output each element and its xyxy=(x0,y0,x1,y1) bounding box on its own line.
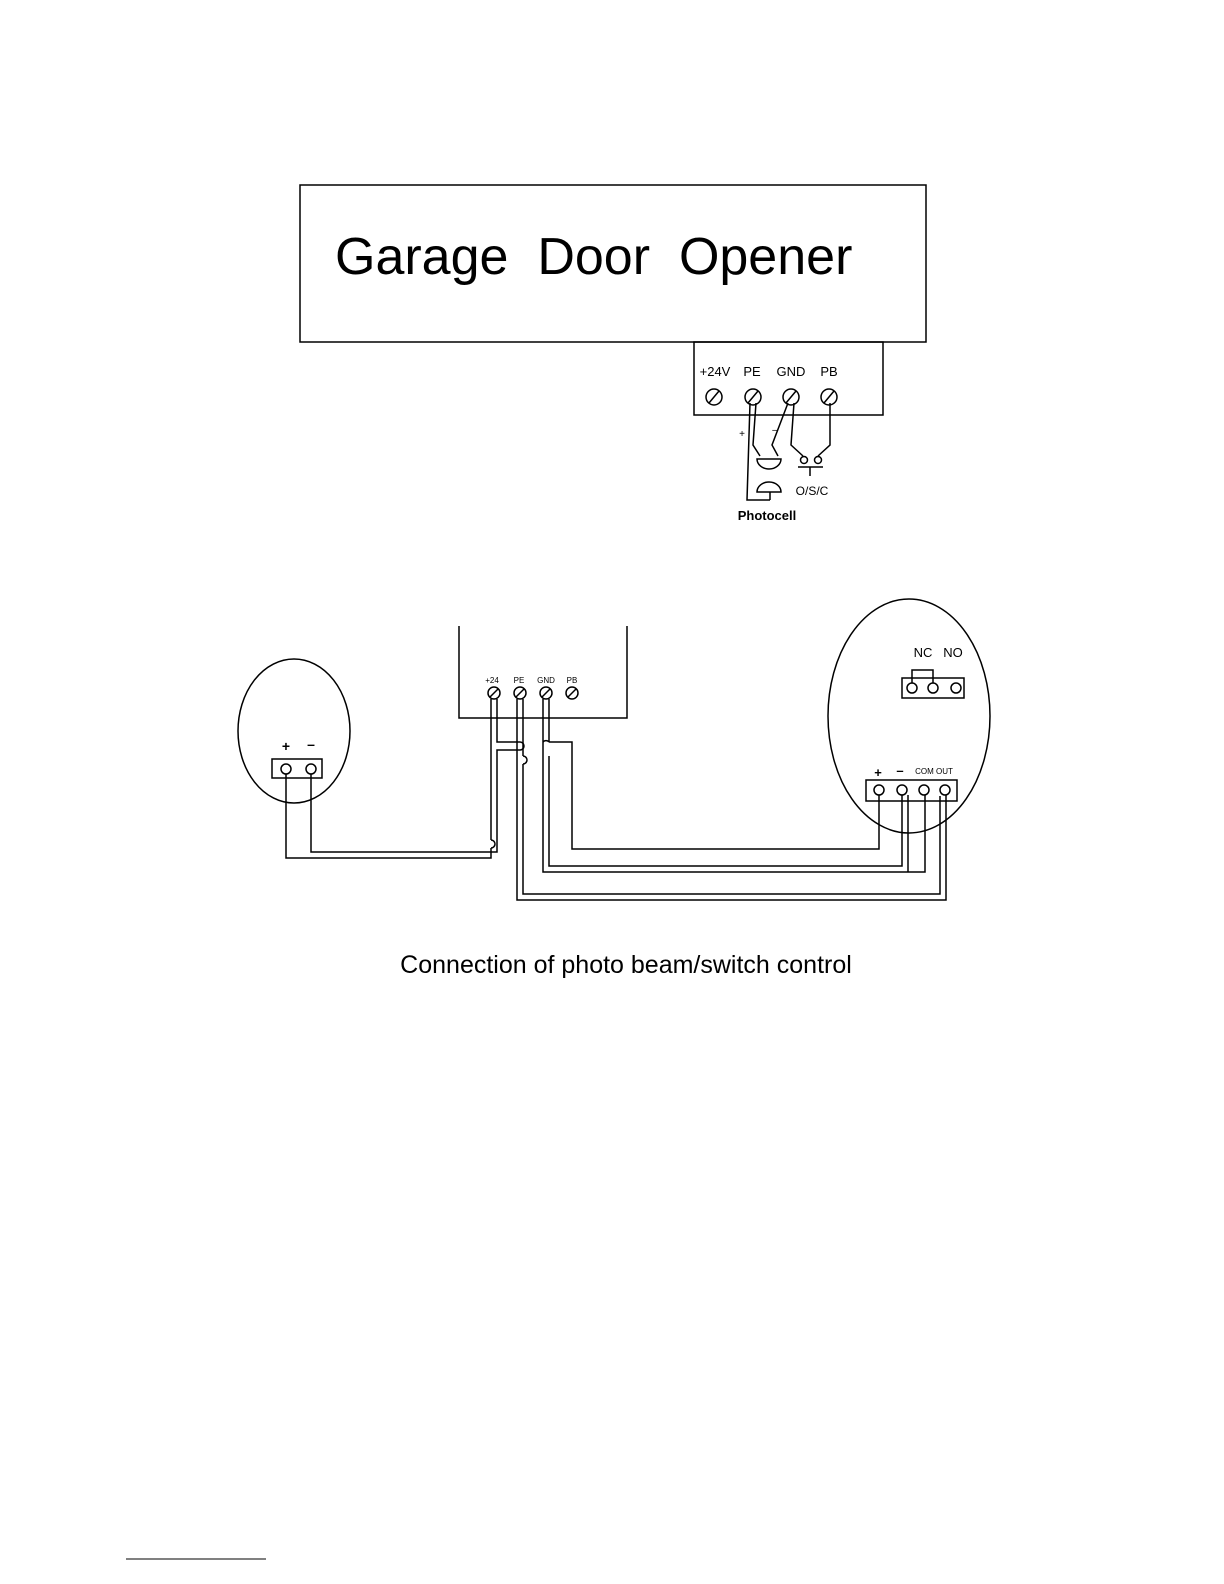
wire-gnd xyxy=(543,699,925,872)
right-sensor-plus: + xyxy=(874,765,882,780)
wire-pe xyxy=(517,699,946,900)
right-sensor-no: NO xyxy=(943,645,963,660)
terminal-label-24v: +24V xyxy=(700,364,731,379)
controller-label-pb: PB xyxy=(567,676,578,685)
controller-label-gnd: GND xyxy=(537,676,555,685)
terminal-label-gnd: GND xyxy=(777,364,806,379)
diagram-caption: Connection of photo beam/switch control xyxy=(400,951,852,979)
controller-label-pe: PE xyxy=(514,676,525,685)
controller-label-24: +24 xyxy=(485,676,499,685)
osc-label: O/S/C xyxy=(796,484,829,498)
terminal-label-pe: PE xyxy=(743,364,761,379)
controller-screws xyxy=(488,687,578,699)
left-sensor-terminal-block xyxy=(272,759,322,778)
left-sensor-body xyxy=(238,659,350,803)
right-sensor-minus: – xyxy=(896,763,903,778)
right-sensor-body xyxy=(828,599,990,833)
left-sensor-minus: – xyxy=(307,736,315,752)
right-sensor-nc: NC xyxy=(914,645,933,660)
terminal-label-pb: PB xyxy=(820,364,837,379)
photocell-wires xyxy=(747,403,788,500)
photocell-plus: + xyxy=(739,429,745,440)
opener-title: Garage Door Opener xyxy=(335,228,852,286)
right-sensor-com-out: COM OUT xyxy=(915,767,953,776)
photocell-label: Photocell xyxy=(738,508,797,523)
photocell-minus: – xyxy=(772,425,778,436)
terminal-screws xyxy=(706,389,837,405)
osc-switch xyxy=(791,403,830,476)
left-sensor-plus: + xyxy=(282,738,290,754)
